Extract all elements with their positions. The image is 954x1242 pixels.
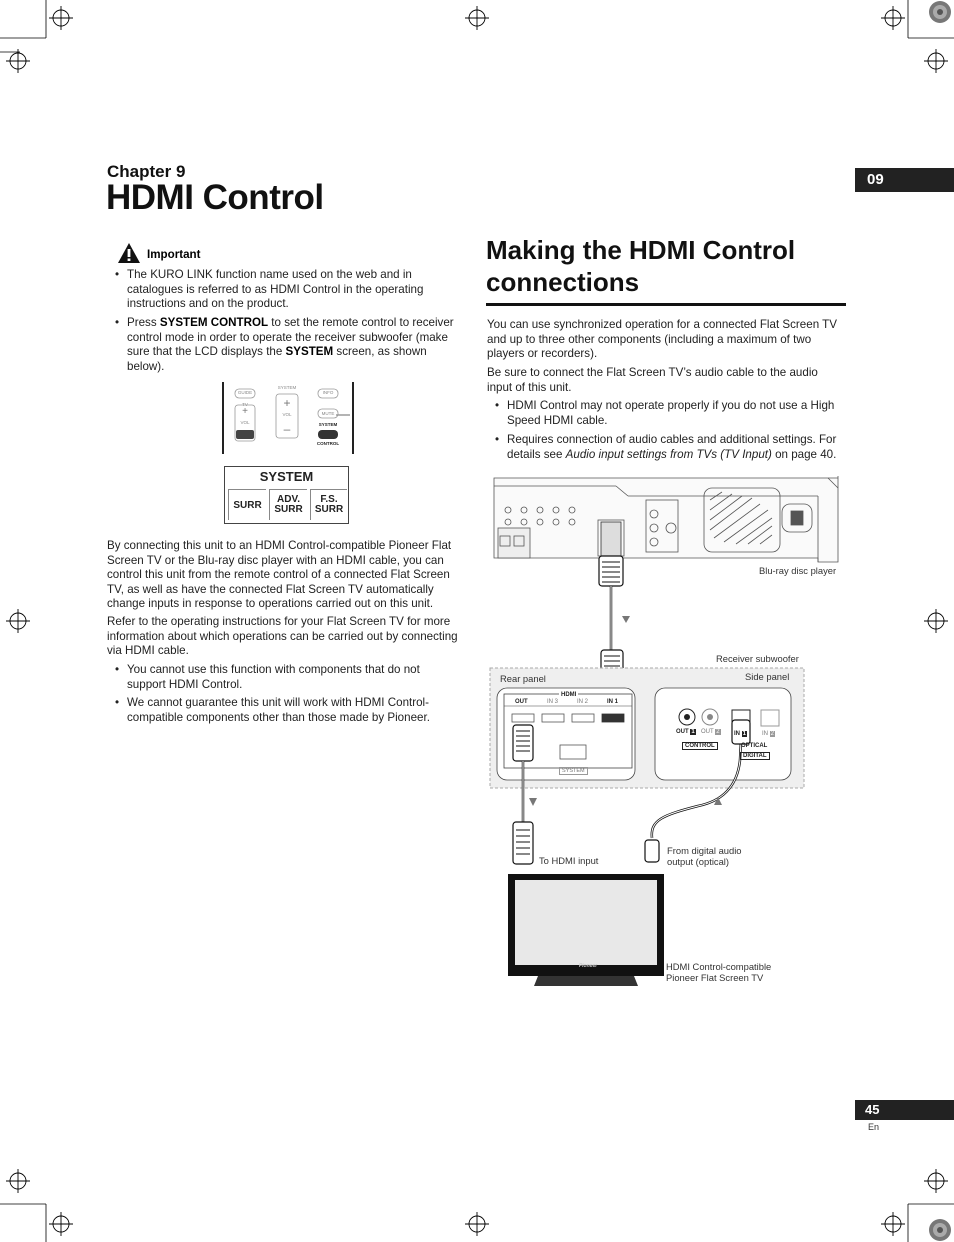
right-bullet-1: •HDMI Control may not operate properly i… xyxy=(495,399,835,427)
left-paragraph-2: Refer to the operating instructions for … xyxy=(107,615,458,658)
hdmi-label: HDMI xyxy=(559,692,579,698)
rear-panel-label: Rear panel xyxy=(500,673,546,684)
lcd-surr-button: SURR xyxy=(228,489,266,520)
to-hdmi-label: To HDMI input xyxy=(539,855,599,866)
remote-illustration xyxy=(222,382,354,454)
lcd-title: SYSTEM xyxy=(259,469,314,484)
hdmi-in2-label: IN 2 xyxy=(577,699,589,705)
right-paragraph-1: You can use synchronized operation for a… xyxy=(487,318,837,361)
optical-in2-label: IN 2 xyxy=(762,731,776,737)
important-heading: Important xyxy=(147,248,201,261)
remote-tv-minus xyxy=(236,430,254,439)
left-bullet-2: •We cannot guarantee this unit will work… xyxy=(115,696,430,724)
right-bullet-2: •Requires connection of audio cables and… xyxy=(495,433,837,461)
left-bullet-1: •You cannot use this function with compo… xyxy=(115,663,420,691)
hdmi-cable-bluray xyxy=(598,521,624,685)
chapter-label: Chapter 9 xyxy=(107,162,186,181)
left-paragraph-1: By connecting this unit to an HDMI Contr… xyxy=(107,539,452,611)
tv-brand-logo: Pioneer xyxy=(578,963,598,969)
lcd-display: SYSTEM SURR ADV.SURR F.S.SURR xyxy=(224,466,349,524)
page-title: HDMI Control xyxy=(106,178,324,217)
right-paragraph-2: Be sure to connect the Flat Screen TV’s … xyxy=(487,366,818,394)
remote-vol-label: VOL xyxy=(240,420,250,425)
important-bullet-2: •Press SYSTEM CONTROL to set the remote … xyxy=(115,316,454,373)
control-out1-label: OUT 1 xyxy=(676,729,696,735)
optical-in1-label: IN 1 xyxy=(734,731,748,737)
receiver-label: Receiver subwoofer xyxy=(716,653,799,664)
control-label: CONTROL xyxy=(682,742,718,750)
remote-system-label: SYSTEM xyxy=(277,385,297,390)
control-out2-label: OUT 2 xyxy=(701,729,721,735)
system-label: SYSTEM xyxy=(559,767,588,775)
remote-guide-button: GUIDE xyxy=(237,390,253,395)
important-bullet-1: •The KURO LINK function name used on the… xyxy=(115,268,424,311)
remote-vol-minus: – xyxy=(283,422,291,436)
digital-label: DIGITAL xyxy=(740,752,770,760)
heading-rule xyxy=(486,303,846,306)
hdmi-in1-label: IN 1 xyxy=(607,699,619,705)
remote-vol-mid-label: VOL xyxy=(282,412,292,417)
remote-info-button: INFO xyxy=(322,390,334,395)
remote-tv-label: TV xyxy=(242,402,248,407)
chapter-tab: 09 xyxy=(855,168,954,192)
remote-mute-button: MUTE xyxy=(321,411,335,416)
side-panel-label: Side panel xyxy=(745,671,790,682)
warning-icon xyxy=(118,243,140,263)
remote-control-label: CONTROL xyxy=(316,441,340,446)
hdmi-in3-label: IN 3 xyxy=(547,699,559,705)
hdmi-out-label: OUT xyxy=(515,699,528,705)
bluray-player xyxy=(493,476,839,563)
section-heading: Making the HDMI Control connections xyxy=(486,235,796,297)
remote-vol-plus: + xyxy=(283,396,291,410)
remote-system-button-label: SYSTEM xyxy=(318,422,338,427)
page-number: 45 xyxy=(855,1100,954,1120)
lcd-fs-surr-button: F.S.SURR xyxy=(310,489,347,520)
remote-tv-plus: + xyxy=(242,406,248,417)
lcd-adv-surr-button: ADV.SURR xyxy=(269,489,307,520)
bluray-label: Blu-ray disc player xyxy=(759,565,837,576)
language-label: En xyxy=(868,1122,880,1132)
optical-label: OPTICAL xyxy=(741,743,768,749)
connection-diagram xyxy=(489,476,839,986)
